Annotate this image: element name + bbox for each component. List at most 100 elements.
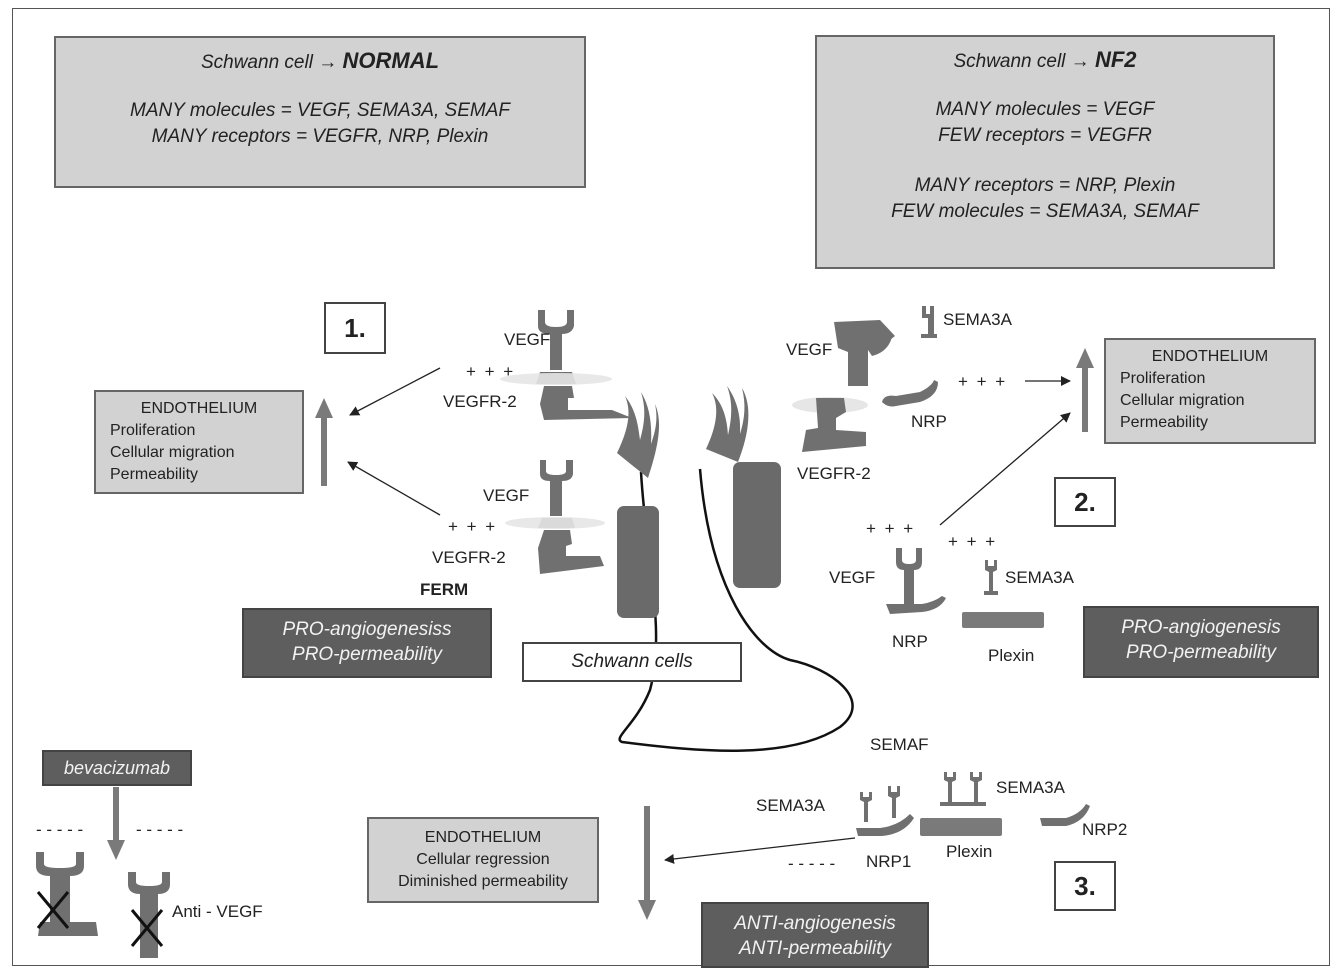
vegf-label-1a: VEGF <box>504 330 551 349</box>
sema3a-label-3a: SEMA3A <box>756 796 825 815</box>
nf2-title: Schwann cell → NF2 <box>953 47 1137 72</box>
effect-bottom-line-1: ANTI-angiogenesis <box>734 913 896 934</box>
normal-title: Schwann cell → NORMAL <box>200 48 440 73</box>
endothelium-left-item: Permeability <box>110 466 199 483</box>
semaf-label-3: SEMAF <box>870 735 929 754</box>
endothelium-box-right: ENDOTHELIUM Proliferation Cellular migra… <box>1104 338 1316 444</box>
vegfr2-label-1b: VEGFR-2 <box>432 548 506 567</box>
up-arrow-right <box>1076 348 1094 432</box>
endothelium-bottom-title: ENDOTHELIUM <box>424 829 542 846</box>
endothelium-right-title: ENDOTHELIUM <box>1151 348 1269 365</box>
sema3a-label-3b: SEMA3A <box>996 778 1065 797</box>
plexin-receptor-2 <box>962 612 1044 628</box>
pathway-number-2: 2. <box>1054 477 1116 527</box>
effect-right-line-2: PRO-permeability <box>1126 642 1276 663</box>
plus-label-1b: + + + <box>448 517 498 536</box>
bevacizumab-label: bevacizumab <box>42 750 192 786</box>
sema3a-molecule-2b <box>984 560 998 595</box>
minus-label-bev-left: - - - - - <box>36 820 84 839</box>
sema3a-pair-3 <box>940 772 986 806</box>
vegf-label-2a: VEGF <box>786 340 833 359</box>
effect-right-line-1: PRO-angiogenesis <box>1121 617 1281 638</box>
arrow-1a <box>349 367 441 416</box>
endothelium-left-item: Proliferation <box>110 422 196 439</box>
vegf-label-2b: VEGF <box>829 568 876 587</box>
sema3a-label-2b: SEMA3A <box>1005 568 1074 587</box>
plus-label-2c: + + + <box>948 532 998 551</box>
nf2-condition-box: Schwann cell → NF2 MANY molecules = VEGF… <box>815 35 1275 269</box>
nrp1-receptor-3 <box>856 814 914 836</box>
figure-frame <box>12 8 1330 966</box>
bevacizumab-arrow <box>107 787 125 860</box>
vegfr2-receptor-1b <box>538 530 604 574</box>
claw-right <box>706 386 749 462</box>
endothelium-right-item: Permeability <box>1120 414 1209 431</box>
effect-box-bottom: ANTI-angiogenesis ANTI-permeability <box>701 902 929 968</box>
pathway-number-3: 3. <box>1054 861 1116 911</box>
normal-line-1: MANY molecules = VEGF, SEMA3A, SEMAF <box>130 100 510 121</box>
up-arrow-left <box>315 398 333 486</box>
endothelium-bottom-item: Diminished permeability <box>398 873 568 890</box>
schwann-cells-label: Schwann cells <box>522 642 742 682</box>
vegfr2-receptor-1a <box>540 386 632 420</box>
down-arrow-bottom <box>638 806 656 920</box>
sema3a-label-2a: SEMA3A <box>943 310 1012 329</box>
normal-condition-box: Schwann cell → NORMAL MANY molecules = V… <box>54 36 586 188</box>
claw-left <box>617 392 660 478</box>
arrow-3 <box>664 837 856 864</box>
endothelium-right-item: Cellular migration <box>1120 392 1245 409</box>
nf2-line-4: FEW molecules = SEMA3A, SEMAF <box>891 201 1199 222</box>
endothelium-right-item: Proliferation <box>1120 370 1206 387</box>
effect-bottom-line-2: ANTI-permeability <box>738 938 892 959</box>
endothelium-bottom-item: Cellular regression <box>416 851 550 868</box>
nrp-label-2a: NRP <box>911 412 947 431</box>
plexin-label-2: Plexin <box>988 646 1035 665</box>
endothelium-box-left: ENDOTHELIUM Proliferation Cellular migra… <box>94 390 304 494</box>
nrp1-label-3: NRP1 <box>866 852 912 871</box>
endothelium-box-bottom: ENDOTHELIUM Cellular regression Diminish… <box>367 817 599 903</box>
vegfr2-label-1a: VEGFR-2 <box>443 392 517 411</box>
plexin-receptor-3 <box>920 818 1002 836</box>
vegfr2-label-2a: VEGFR-2 <box>797 464 871 483</box>
plus-label-2a: + + + <box>958 372 1008 391</box>
sema3a-molecule-2a <box>921 306 937 338</box>
effect-box-left: PRO-angiogenesiss PRO-permeability <box>242 608 492 678</box>
effect-left-line-2: PRO-permeability <box>292 644 442 665</box>
schwann-rect-right <box>733 462 781 588</box>
effect-box-right: PRO-angiogenesis PRO-permeability <box>1083 606 1319 678</box>
nf2-line-2: FEW receptors = VEGFR <box>938 125 1152 146</box>
semaf-molecule-3 <box>888 786 900 818</box>
ferm-label: FERM <box>420 580 469 599</box>
effect-left-line-1: PRO-angiogenesiss <box>282 619 452 640</box>
pathway-number-1: 1. <box>324 302 386 354</box>
vegfr2-receptor-2a <box>792 397 868 452</box>
plexin-label-3: Plexin <box>946 842 993 861</box>
blocked-vegf-2 <box>128 872 170 958</box>
arrow-2b <box>939 412 1071 526</box>
nrp-receptor-2a <box>882 380 938 407</box>
sema3a-molecule-3 <box>860 792 872 822</box>
schwann-rect-left <box>617 506 659 618</box>
nf2-line-3: MANY receptors = NRP, Plexin <box>914 175 1176 196</box>
vegf-molecule-1b <box>505 460 605 529</box>
minus-label-3: - - - - - <box>788 854 836 873</box>
nrp-label-2b: NRP <box>892 632 928 651</box>
normal-line-2: MANY receptors = VEGFR, NRP, Plexin <box>151 126 489 147</box>
vegf-molecule-2a <box>834 320 895 386</box>
blocked-vegf-1 <box>36 852 98 936</box>
plus-label-1a: + + + <box>466 362 516 381</box>
nrp2-label-3: NRP2 <box>1082 820 1128 839</box>
nrp-receptor-2b <box>886 596 946 614</box>
vegf-molecule-2b <box>896 548 922 604</box>
arrow-1b <box>347 461 441 516</box>
vegf-label-1b: VEGF <box>483 486 530 505</box>
anti-vegf-label: Anti - VEGF <box>172 902 263 921</box>
plus-label-2b: + + + <box>866 519 916 538</box>
vegf-molecule-1a <box>500 310 612 385</box>
endothelium-left-title: ENDOTHELIUM <box>140 400 258 417</box>
endothelium-left-item: Cellular migration <box>110 444 235 461</box>
nf2-line-1: MANY molecules = VEGF <box>935 99 1155 120</box>
nrp2-receptor-3 <box>1040 804 1090 826</box>
minus-label-bev-right: - - - - - <box>136 820 184 839</box>
